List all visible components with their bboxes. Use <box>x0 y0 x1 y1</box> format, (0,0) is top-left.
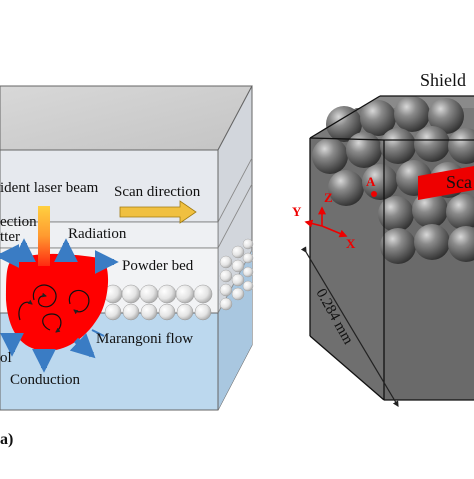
right-face-substrate <box>218 250 252 410</box>
left-schematic: ident laser beam Scan direction ection t… <box>0 85 254 448</box>
point-a-label: A <box>366 174 376 189</box>
powder-band <box>0 221 219 249</box>
melt-pool <box>6 253 109 351</box>
panel-letter-a: a) <box>0 431 13 448</box>
coordinate-axes <box>304 206 348 238</box>
scan-direction-arrow <box>119 200 197 224</box>
laser-beam <box>38 206 50 266</box>
axis-x-label: X <box>346 236 356 251</box>
heat-flow-arrows <box>0 238 119 373</box>
shield-label: Shield <box>420 70 466 90</box>
scan-direction-label: Scan direction <box>114 184 201 200</box>
axis-z-label: Z <box>324 190 333 205</box>
point-a-marker <box>371 191 377 197</box>
right-simulation-domain: Shield Sca Y Z X A 0.284 mm <box>292 70 474 408</box>
axis-y-label: Y <box>292 204 302 219</box>
marangoni-label: Marangoni flow <box>96 331 193 347</box>
marangoni-pointer <box>91 329 105 337</box>
box-top-face <box>0 85 253 151</box>
scan-label: Sca <box>446 172 472 192</box>
pool-label: ol <box>0 350 12 366</box>
powder-bed-label: Powder bed <box>122 258 194 274</box>
dimension-line <box>300 246 399 408</box>
reflection-label: ection <box>0 214 37 230</box>
powder-particles <box>103 238 254 321</box>
scan-bar <box>418 166 474 200</box>
conduction-label: Conduction <box>10 372 80 388</box>
scatter-label: tter <box>0 229 20 245</box>
incident-laser-label: ident laser beam <box>0 180 99 196</box>
marangoni-vortices <box>18 284 90 333</box>
radiation-label: Radiation <box>68 226 127 242</box>
